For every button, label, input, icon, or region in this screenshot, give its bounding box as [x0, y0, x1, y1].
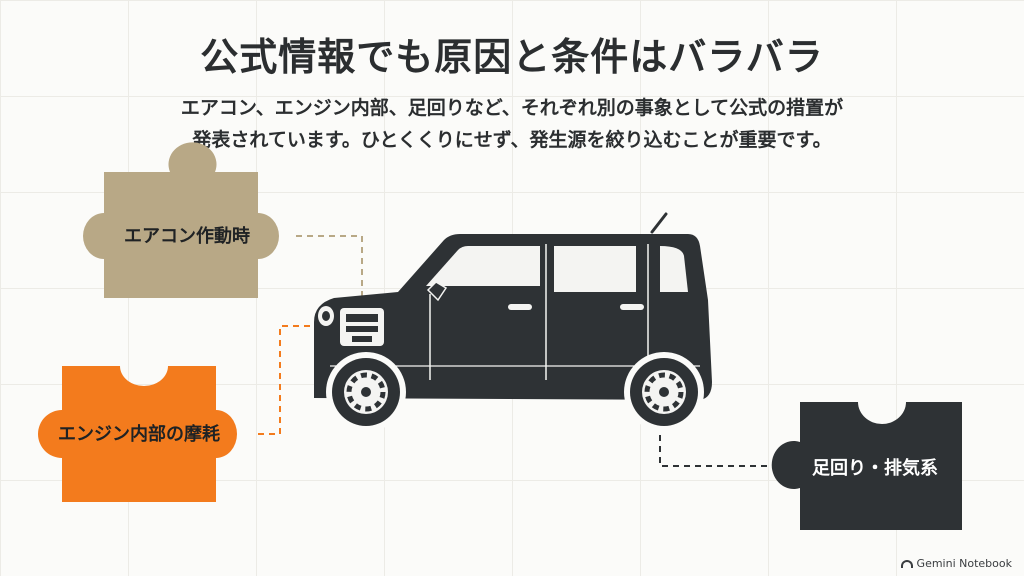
- brand-logo-icon: [900, 559, 913, 568]
- connector-exhaust: [659, 424, 774, 467]
- connector-aircon: [296, 235, 363, 300]
- puzzle-label-engine: エンジン内部の摩耗: [58, 424, 220, 445]
- connector-engine: [258, 325, 336, 435]
- puzzle-label-exhaust: 足回り・排気系: [812, 458, 938, 479]
- puzzle-piece-aircon: [83, 142, 279, 298]
- puzzle-piece-engine: [38, 366, 237, 502]
- brand-watermark: Gemini Notebook: [900, 557, 1012, 570]
- rear-wheel-icon: [630, 358, 698, 426]
- page-title: 公式情報でも原因と条件はバラバラ: [200, 35, 824, 79]
- page-subtitle: エアコン、エンジン内部、足回りなど、それぞれ別の事象として公式の措置が 発表され…: [70, 92, 954, 156]
- subtitle-line-2: 発表されています。ひとくくりにせず、発生源を絞り込むことが重要です。: [192, 129, 832, 151]
- subtitle-line-1: エアコン、エンジン内部、足回りなど、それぞれ別の事象として公式の措置が: [180, 97, 844, 119]
- puzzle-label-aircon: エアコン作動時: [124, 226, 250, 247]
- brand-name: Gemini Notebook: [916, 557, 1012, 570]
- puzzle-piece-exhaust: [771, 402, 962, 530]
- front-wheel-icon: [332, 358, 400, 426]
- kei-car-icon: [314, 212, 712, 432]
